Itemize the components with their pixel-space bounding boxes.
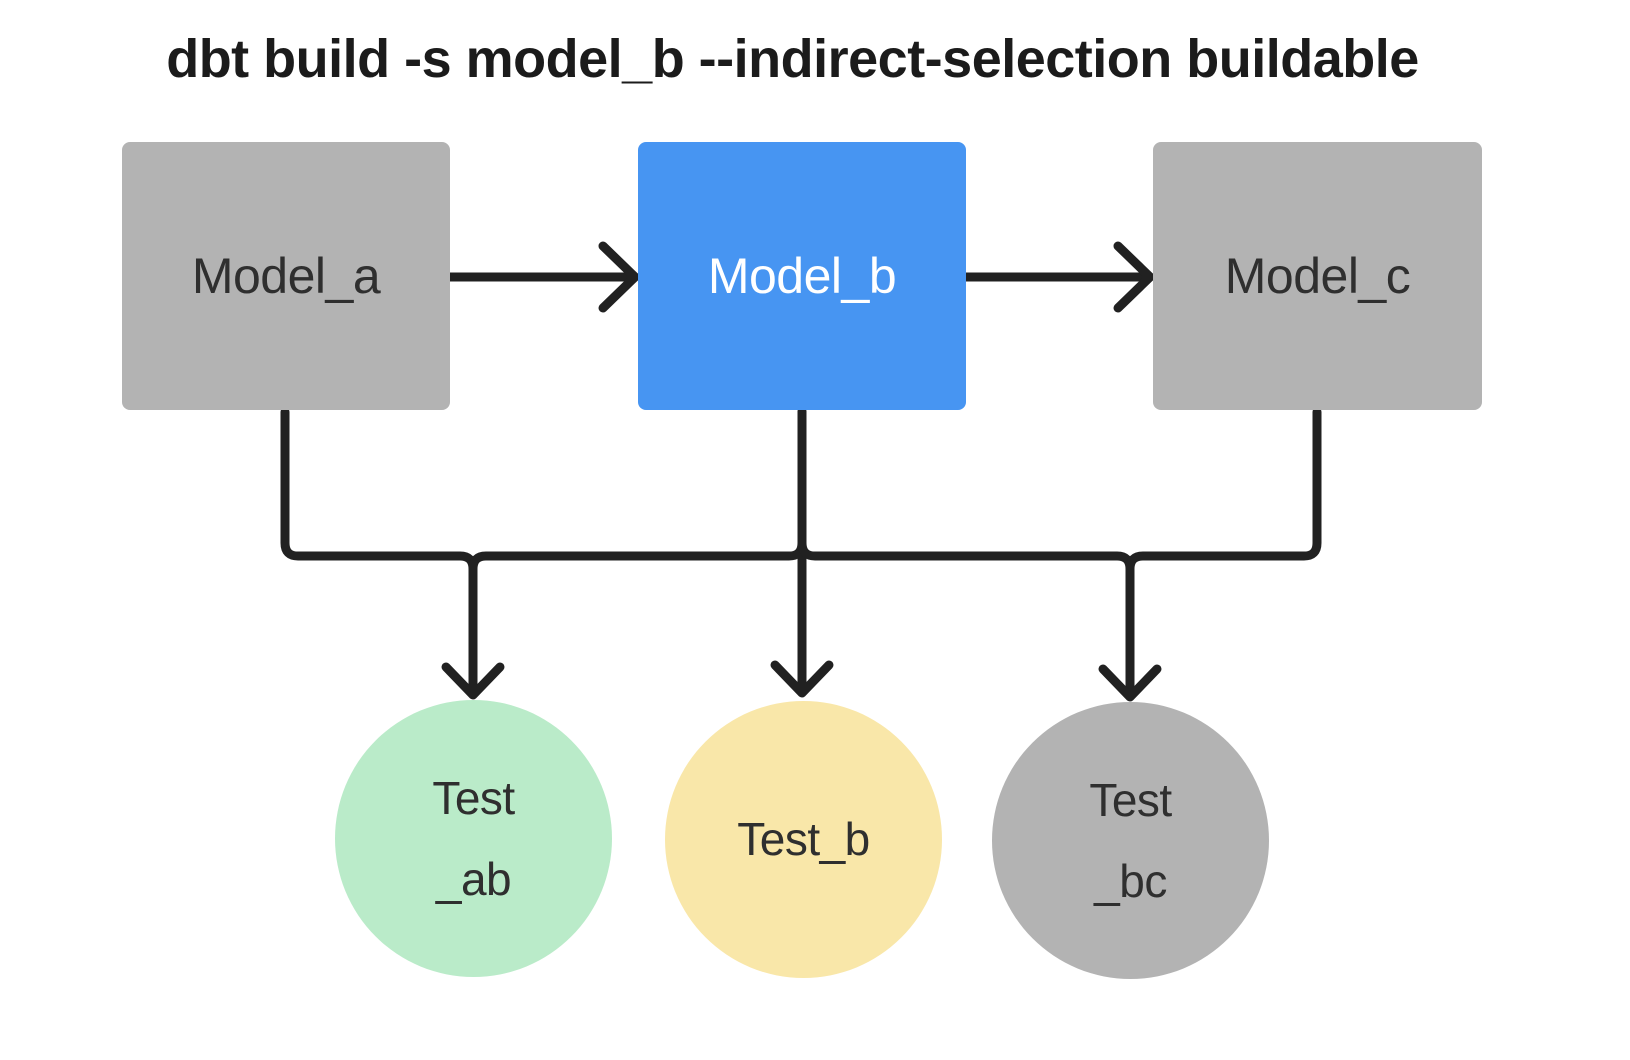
node-model-a: Model_a <box>122 142 450 410</box>
node-test-bc-label: Test _bc <box>1089 773 1172 907</box>
node-test-ab: Test _ab <box>335 700 612 977</box>
node-model-c: Model_c <box>1153 142 1482 410</box>
node-test-ab-label: Test _ab <box>432 771 515 905</box>
arrow-right-icon <box>598 241 640 313</box>
edge-model-a-to-model-b <box>445 241 640 313</box>
node-model-b-label: Model_b <box>707 248 897 304</box>
edge-model-b-to-model-c <box>961 241 1155 313</box>
diagram-title: dbt build -s model_b --indirect-selectio… <box>166 29 1419 89</box>
edge-line <box>468 407 807 693</box>
edge-line <box>797 407 1135 695</box>
arrow-down-icon <box>770 660 834 698</box>
edge-model-a-to-test-ab <box>280 407 478 693</box>
node-model-b: Model_b <box>638 142 966 410</box>
node-model-a-label: Model_a <box>191 248 381 304</box>
node-model-c-label: Model_c <box>1224 248 1411 304</box>
edge-model-b-to-test-ab <box>468 407 807 693</box>
edge-line <box>280 407 478 693</box>
arrow-right-icon <box>1113 241 1155 313</box>
arrow-down-icon <box>1098 664 1162 702</box>
node-test-b: Test_b <box>665 701 942 978</box>
node-test-bc: Test _bc <box>992 702 1269 979</box>
arrow-down-icon <box>441 662 505 700</box>
edge-model-c-to-test-bc <box>1125 407 1322 695</box>
edge-model-b-to-test-bc <box>797 407 1135 695</box>
node-test-b-label: Test_b <box>737 813 870 866</box>
edge-line <box>1125 407 1322 695</box>
